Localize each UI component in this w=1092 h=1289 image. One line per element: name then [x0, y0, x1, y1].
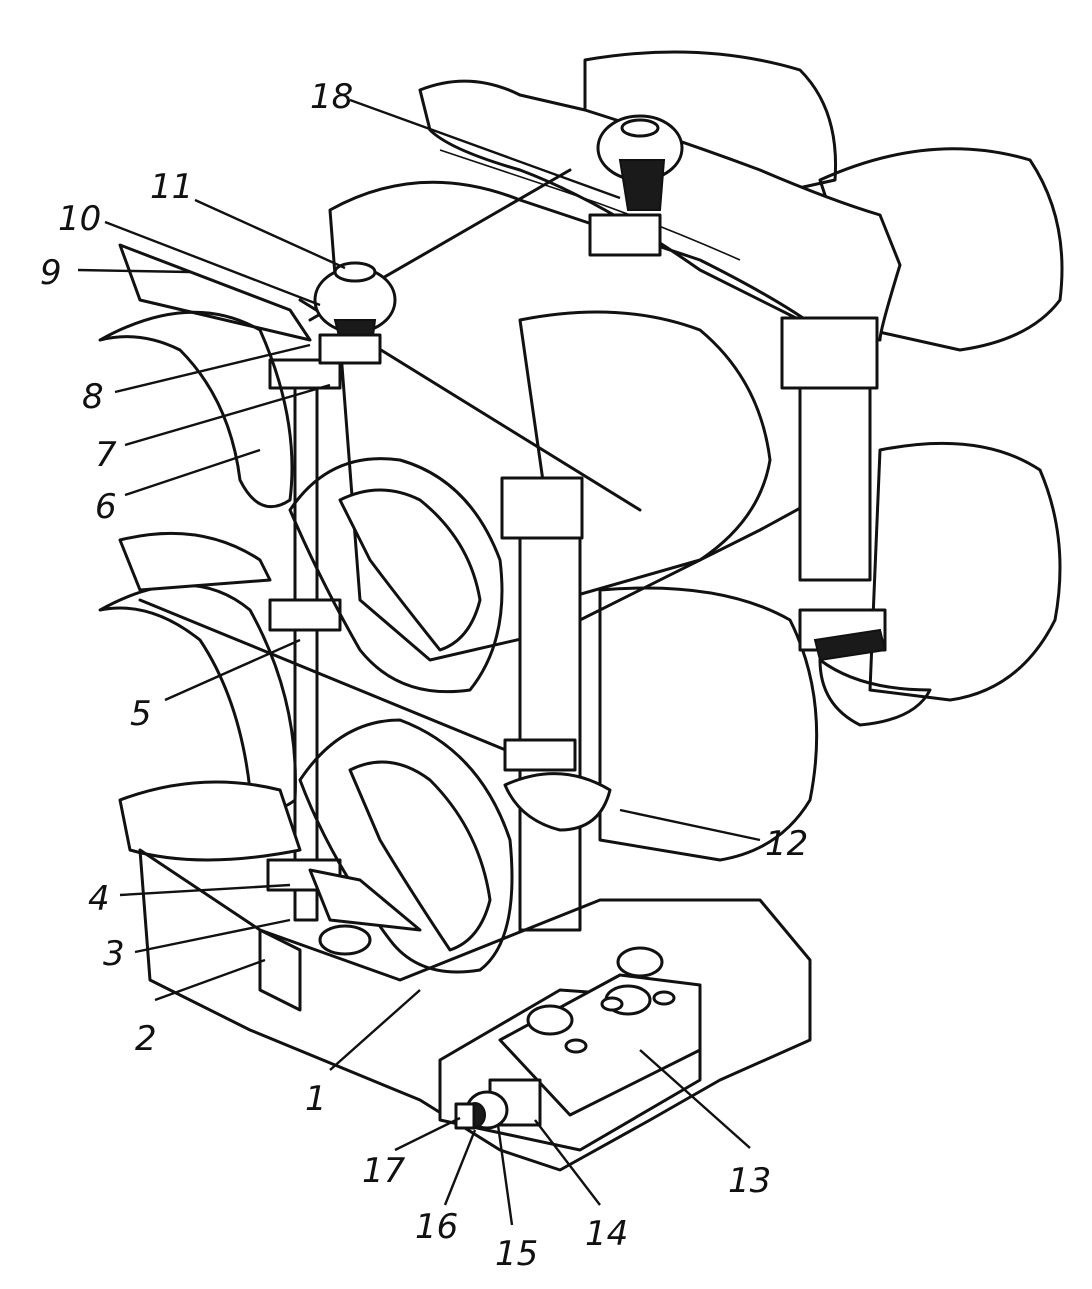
callout-6: 6 [95, 487, 117, 527]
vertical-post-center [500, 476, 584, 932]
callout-16: 16 [415, 1207, 458, 1247]
callout-8: 8 [82, 377, 104, 417]
callout-12: 12 [765, 824, 808, 864]
callout-15: 15 [495, 1234, 538, 1274]
callout-10: 10 [58, 199, 101, 239]
terminal-stud [454, 1078, 542, 1130]
base-block [138, 848, 812, 1172]
callout-18: 18 [310, 77, 353, 117]
callout-3: 3 [103, 934, 125, 974]
trough-middle-left [98, 531, 297, 810]
trough-top-left [98, 243, 312, 509]
clamp-bolt-top [588, 114, 684, 257]
vertical-post-right [780, 316, 879, 582]
callout-11: 11 [150, 167, 193, 207]
callout-5: 5 [130, 694, 152, 734]
callout-4: 4 [88, 879, 110, 919]
callout-1: 1 [305, 1079, 327, 1119]
cable-cylinder-lower-right [598, 586, 819, 862]
ring-cylinder-middle [288, 457, 504, 694]
wedge-4 [308, 868, 422, 956]
callout-9: 9 [40, 253, 62, 293]
trough-bottom-left [118, 780, 302, 862]
clamp-bracket-right [798, 608, 887, 662]
callout-17: 17 [362, 1151, 406, 1191]
cable-cylinder-middle-right [818, 441, 1062, 727]
callout-7: 7 [95, 435, 117, 475]
callout-14: 14 [585, 1214, 628, 1254]
clamp-bracket-12 [503, 738, 612, 832]
clamp-bolt-left [313, 261, 397, 365]
callouts: 1 2 3 4 5 6 7 8 9 10 11 12 13 [40, 77, 808, 1274]
callout-2: 2 [135, 1019, 157, 1059]
callout-13: 13 [728, 1161, 771, 1201]
